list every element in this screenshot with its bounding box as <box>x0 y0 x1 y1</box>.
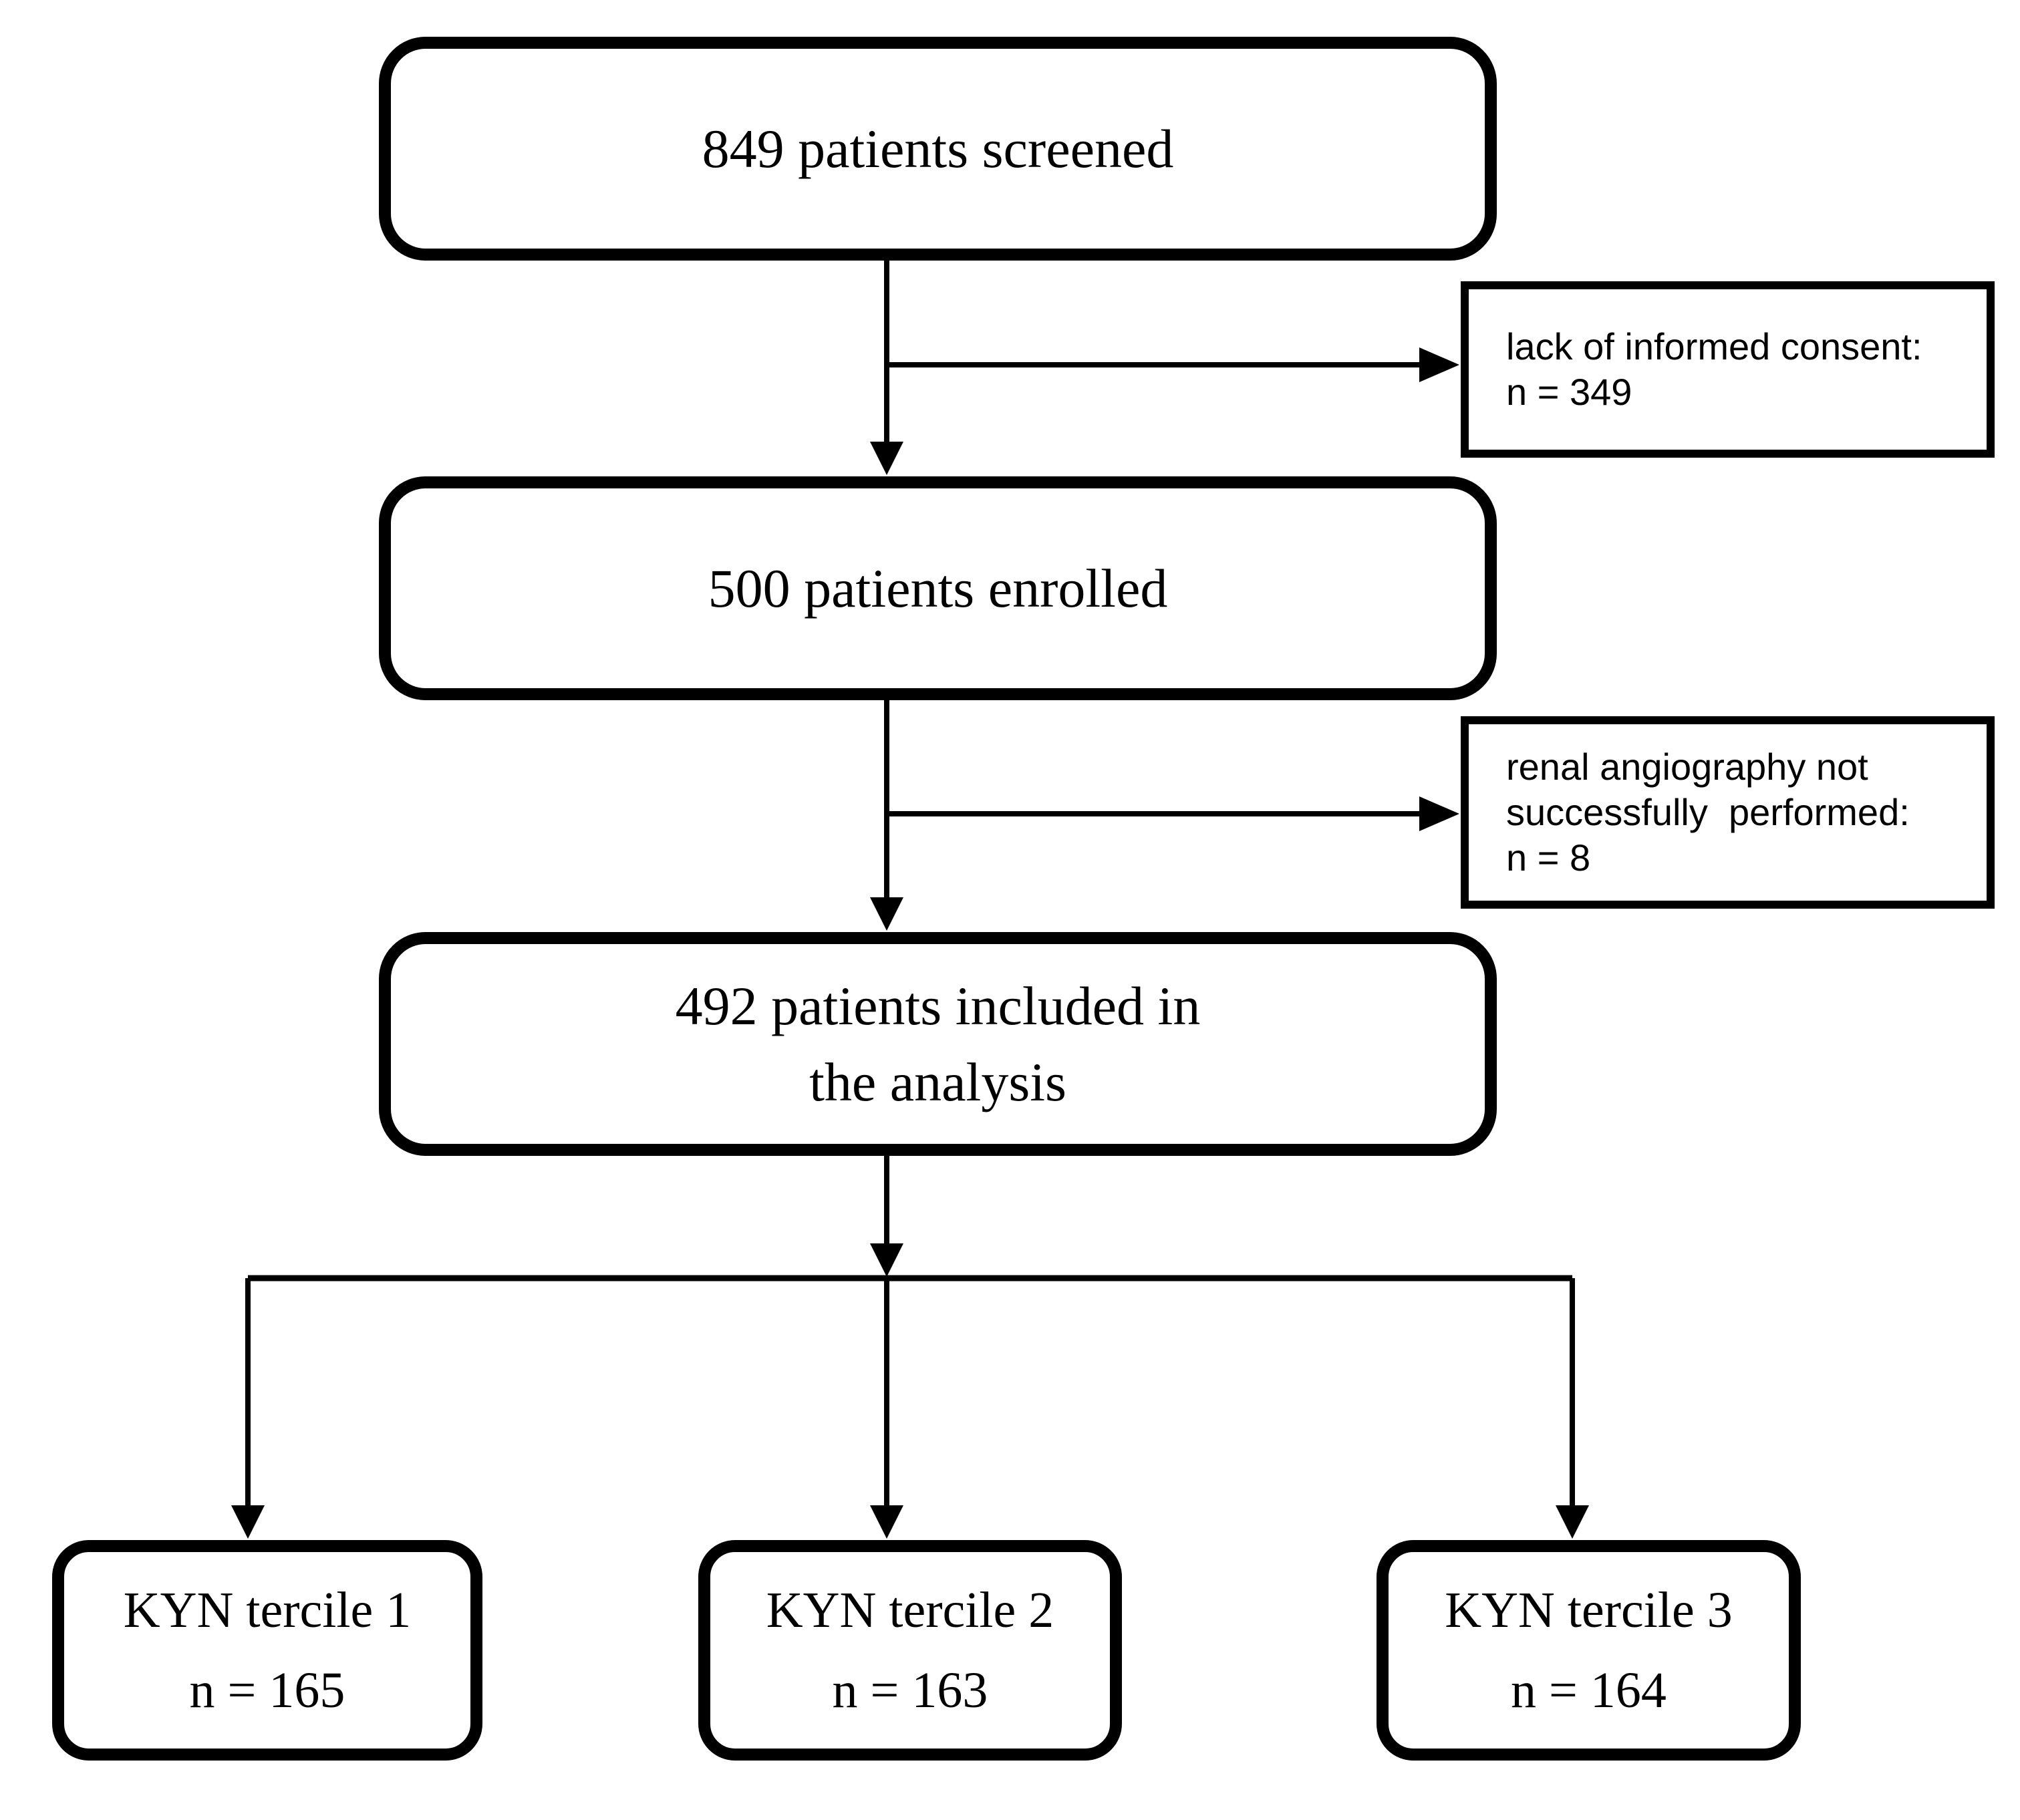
edge-enrolled-analyzed-arrowhead <box>870 897 903 931</box>
edge-analyzed-junction-arrowhead <box>870 1243 903 1277</box>
edge-screened-enrolled-arrowhead <box>870 442 903 475</box>
node-kyn-tercile-2-label: KYN tercile 2 n = 163 <box>766 1581 1054 1718</box>
node-kyn-tercile-1: KYN tercile 1 n = 165 <box>52 1540 482 1761</box>
edge-enrolled-angio-arrowhead <box>1419 796 1459 831</box>
node-kyn-tercile-2: KYN tercile 2 n = 163 <box>698 1540 1122 1761</box>
node-excluded-lack-of-consent-label: lack of informed consent: n = 349 <box>1506 325 1922 413</box>
node-patients-enrolled: 500 patients enrolled <box>379 476 1497 700</box>
node-excluded-angiography-not-performed: renal angiography not successfully perfo… <box>1461 716 1995 909</box>
node-patients-screened: 849 patients screened <box>379 37 1497 261</box>
edge-screened-consent-arrowhead <box>1419 347 1459 382</box>
node-patients-included-analysis: 492 patients included in the analysis <box>379 932 1497 1156</box>
node-patients-included-analysis-label: 492 patients included in the analysis <box>675 975 1201 1112</box>
node-patients-enrolled-label: 500 patients enrolled <box>708 557 1168 619</box>
node-kyn-tercile-3-label: KYN tercile 3 n = 164 <box>1445 1581 1733 1718</box>
node-kyn-tercile-1-label: KYN tercile 1 n = 165 <box>123 1581 412 1718</box>
node-kyn-tercile-3: KYN tercile 3 n = 164 <box>1377 1540 1801 1761</box>
edge-junction-tercile2-arrowhead <box>870 1505 903 1539</box>
node-excluded-lack-of-consent: lack of informed consent: n = 349 <box>1461 281 1995 458</box>
edge-junction-tercile3-arrowhead <box>1556 1505 1589 1539</box>
edge-junction-tercile1-arrowhead <box>231 1505 265 1539</box>
node-excluded-angiography-not-performed-label: renal angiography not successfully perfo… <box>1506 745 1910 879</box>
node-patients-screened-label: 849 patients screened <box>702 118 1174 179</box>
